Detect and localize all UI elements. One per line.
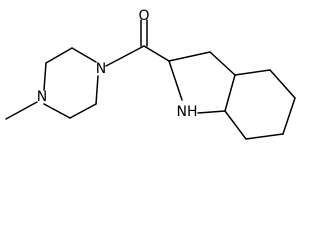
pyrrolidine-ring — [168, 51, 236, 114]
bond-n4-c5 — [43, 103, 71, 119]
bond-n4-methyl — [5, 101, 38, 120]
bond-c6-c7 — [245, 133, 284, 140]
carbonyl-group — [105, 19, 170, 67]
piperazine-ring — [43, 47, 99, 119]
bond-c6-n1 — [95, 75, 99, 105]
atom-label-piperazine-nitrogen-methyl: N — [37, 89, 47, 105]
bond-c3-c3a — [209, 51, 236, 76]
bond-c3a-c7a — [224, 74, 236, 112]
bond-c3a-c4 — [234, 69, 271, 76]
bond-n1-c2 — [71, 47, 97, 63]
bond-c3-n4 — [43, 62, 47, 91]
bond-c4-c5 — [269, 69, 296, 99]
bond-n1-carbonyl — [105, 45, 145, 67]
bond-carbonyl-c2 — [143, 45, 170, 62]
bond-c5-c6 — [69, 103, 97, 119]
bond-c7-c7a — [224, 110, 247, 140]
atom-label-oxygen: O — [138, 8, 149, 24]
cyclohexane-ring — [224, 69, 296, 140]
bond-c2-c3 — [45, 47, 73, 64]
bond-c7a-n1-ind — [197, 110, 226, 114]
atom-label-indoline-nitrogen: NH — [177, 104, 198, 120]
bond-c2-c3-ind — [168, 51, 211, 62]
atom-label-piperazine-nitrogen-amide: N — [96, 61, 106, 77]
bond-n1-c2-ind — [168, 60, 183, 101]
chemical-structure-diagram: O N N NH — [5, 8, 296, 140]
bond-c5-c6 — [282, 97, 296, 135]
